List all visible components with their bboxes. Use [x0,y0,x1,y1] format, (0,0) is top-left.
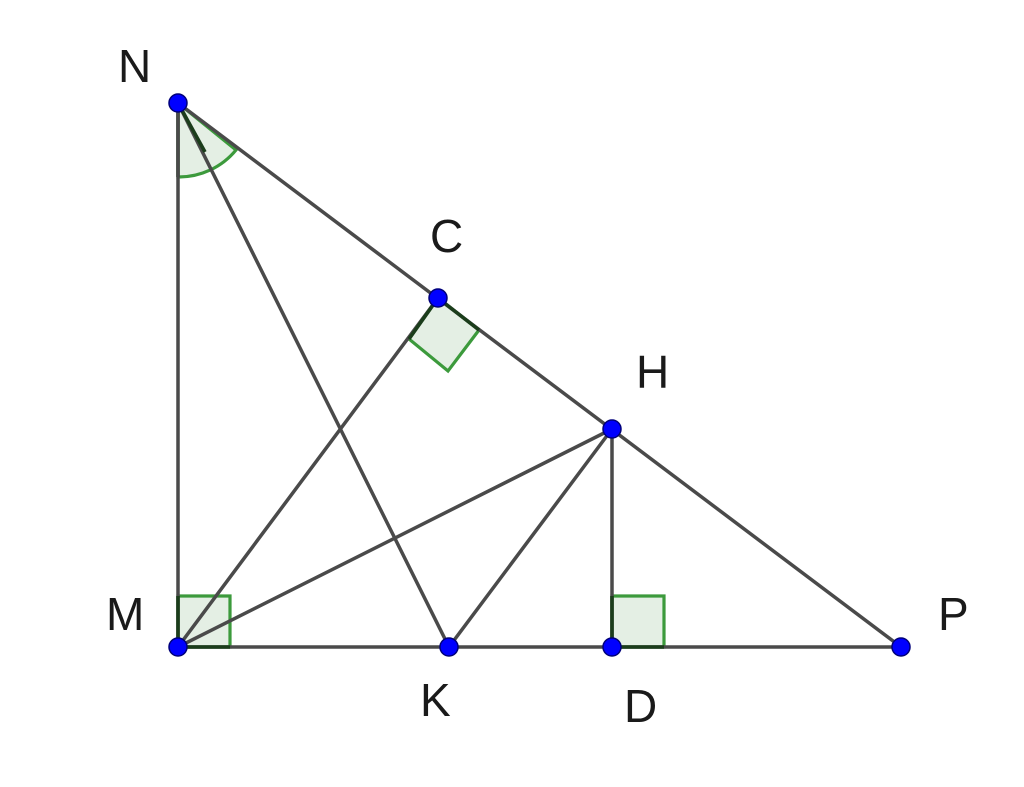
point-p[interactable] [891,637,911,657]
angle-markers [176,99,666,649]
point-k[interactable] [439,637,459,657]
segments [176,101,903,649]
right-angle-c [406,295,482,374]
point-n[interactable] [168,93,188,113]
points [168,93,911,657]
segment-np [176,101,903,649]
labels: N C H M K D P [106,40,969,732]
point-m[interactable] [168,637,188,657]
segment-mh [176,427,614,649]
label-c: C [430,210,463,262]
label-n: N [118,40,151,92]
label-m: M [106,588,144,640]
label-h: H [636,346,669,398]
point-c[interactable] [428,288,448,308]
right-angle-d [610,594,666,649]
segment-mc [176,296,440,649]
angle-marker-edges [176,102,664,649]
segment-kh [447,427,614,649]
segment-nk [176,101,451,649]
label-d: D [624,680,657,732]
point-d[interactable] [602,637,622,657]
point-h[interactable] [602,419,622,439]
label-k: K [420,674,451,726]
label-p: P [938,588,969,640]
